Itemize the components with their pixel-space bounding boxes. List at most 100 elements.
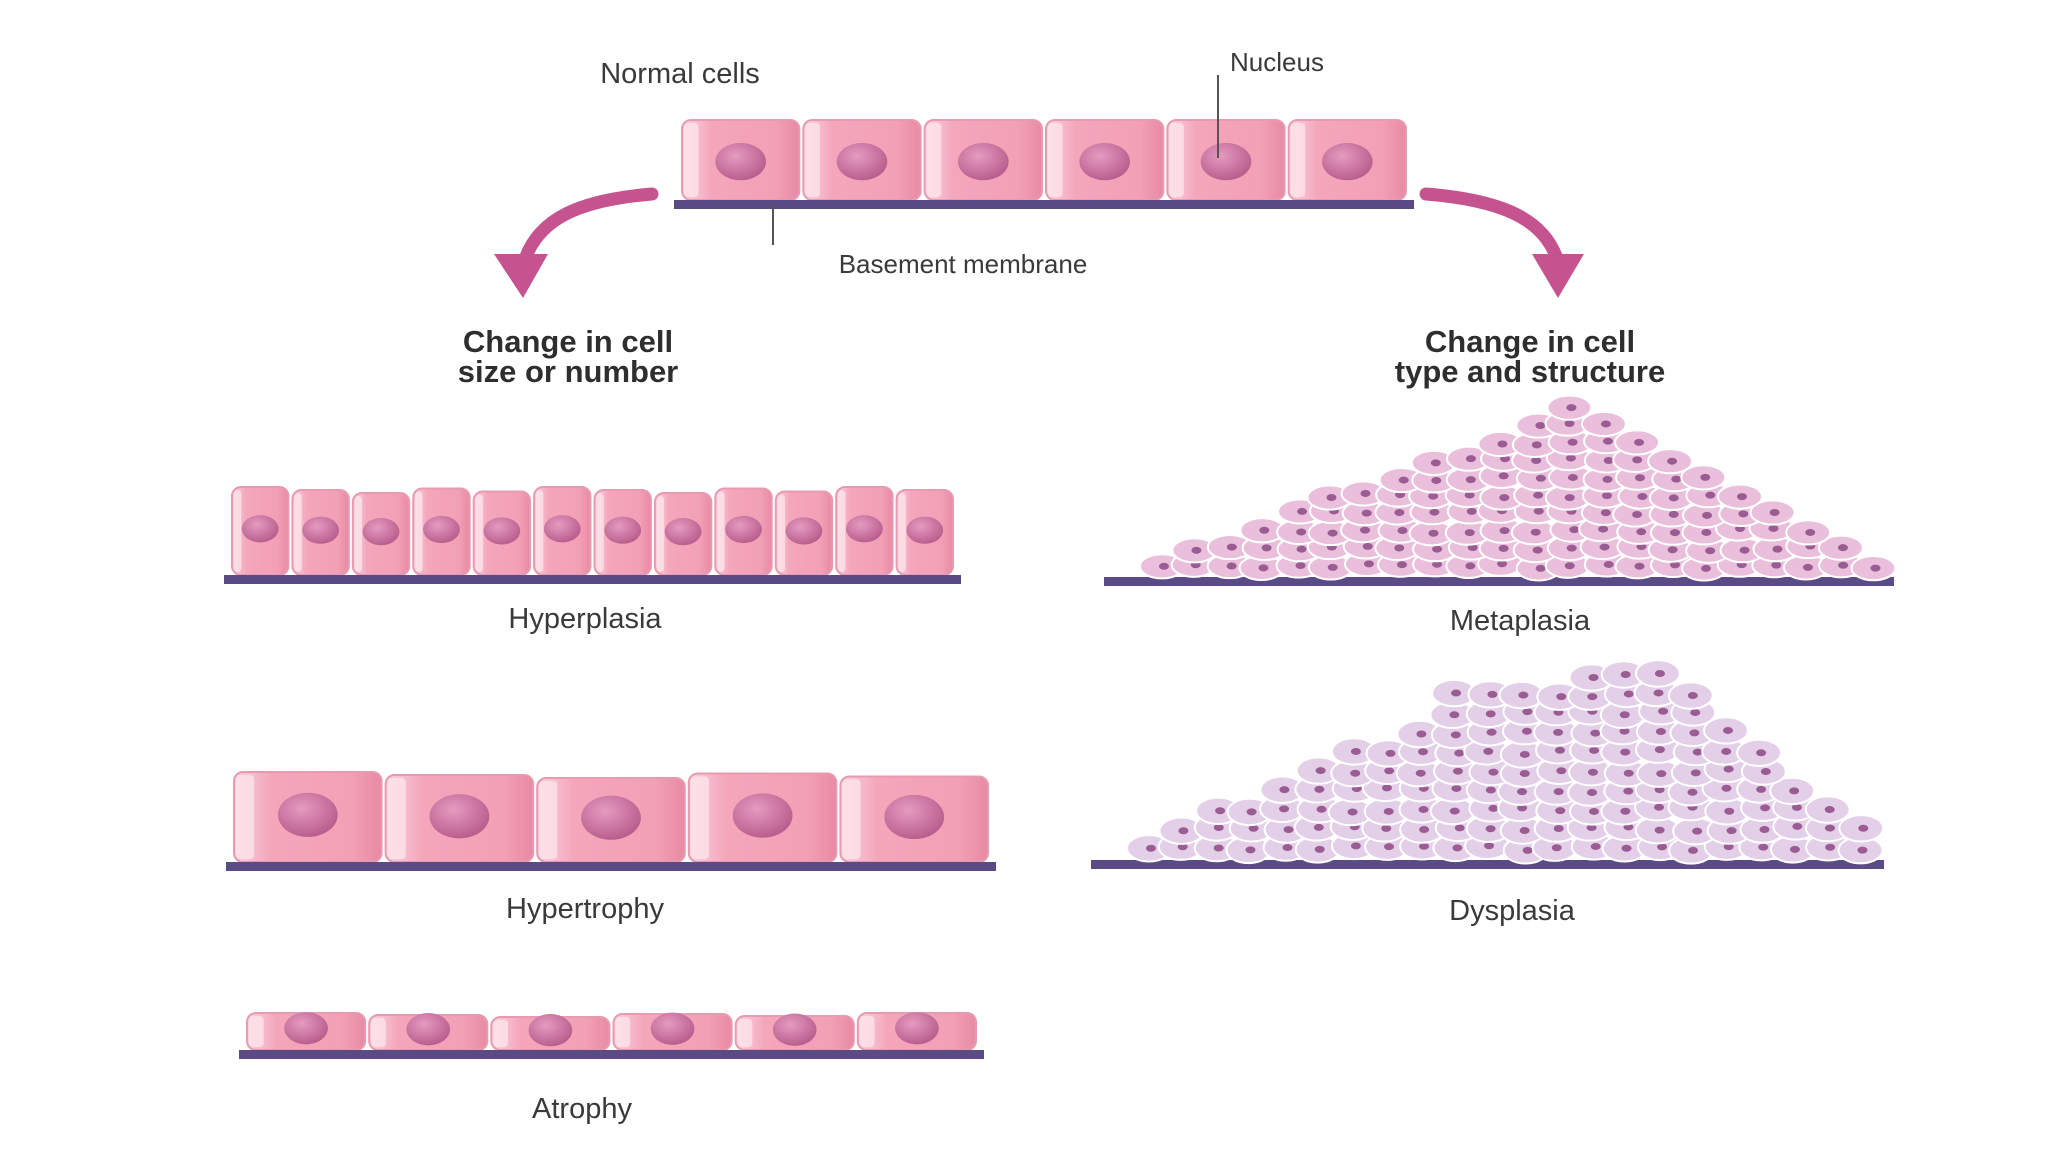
nucleus (362, 518, 400, 546)
nucleus (1838, 561, 1849, 569)
nucleus (1449, 807, 1460, 815)
cell-highlight (1048, 123, 1063, 197)
nucleus (1791, 803, 1802, 811)
nucleus (1653, 689, 1664, 697)
nucleus (1701, 528, 1712, 536)
arrow-right-icon (1419, 187, 1584, 298)
nucleus (1316, 805, 1327, 813)
cell-highlight (737, 1019, 753, 1047)
nucleus (1531, 457, 1542, 465)
nucleus (1564, 494, 1575, 502)
nucleus (1485, 786, 1496, 794)
nucleus (1634, 438, 1645, 446)
nucleus (1519, 826, 1530, 834)
nucleus (1499, 494, 1510, 502)
cell-highlight (387, 778, 406, 859)
cell-highlight (615, 1017, 631, 1047)
right-heading-line1: Change in cell (1425, 324, 1635, 359)
nucleus (429, 794, 490, 839)
normal-cells-row (674, 119, 1414, 209)
nucleus (1789, 845, 1800, 853)
nucleus (1079, 142, 1130, 181)
nucleus (483, 517, 521, 545)
nucleus (1599, 543, 1610, 551)
dysplasia-label: Dysplasia (1449, 895, 1576, 927)
cell-highlight (838, 490, 846, 572)
nucleus (1587, 789, 1598, 797)
nucleus (1465, 455, 1476, 463)
nucleus (1296, 545, 1307, 553)
nucleus (1532, 546, 1543, 554)
nucleus (1587, 768, 1598, 776)
nucleus (604, 516, 642, 544)
nucleus (1226, 543, 1237, 551)
cell-highlight (539, 781, 558, 859)
nucleus (1397, 527, 1408, 535)
nucleus (1191, 546, 1202, 554)
nucleus (1517, 804, 1528, 812)
nucleus (1802, 563, 1813, 571)
nucleus (1451, 689, 1462, 697)
nucleus (1564, 562, 1575, 570)
nucleus (1350, 747, 1361, 755)
nucleus (1760, 767, 1771, 775)
nucleus (1454, 824, 1465, 832)
nucleus (1488, 768, 1499, 776)
nucleus (1556, 693, 1567, 701)
nucleus (1756, 749, 1767, 757)
nucleus (1145, 844, 1156, 852)
nucleus (1487, 690, 1498, 698)
nucleus (1158, 562, 1169, 570)
nucleus (1499, 527, 1510, 535)
nucleus (1553, 728, 1564, 736)
nucleus (406, 1013, 451, 1046)
nucleus (1315, 767, 1326, 775)
normal-cells-label: Normal cells (600, 58, 760, 90)
nucleus (1259, 526, 1270, 534)
nucleus (1598, 525, 1609, 533)
nucleus (1589, 746, 1600, 754)
nucleus (1789, 787, 1800, 795)
nucleus (1566, 404, 1577, 412)
nucleus (1431, 476, 1442, 484)
nucleus (1416, 730, 1427, 738)
nucleus (1322, 142, 1373, 181)
nucleus (1858, 824, 1869, 832)
nucleus (1700, 473, 1711, 481)
nucleus (1483, 747, 1494, 755)
nucleus (1248, 824, 1259, 832)
nucleus (1553, 788, 1564, 796)
nucleus (1464, 529, 1475, 537)
cell-highlight (859, 1016, 875, 1047)
nucleus (1383, 843, 1394, 851)
nucleus (1350, 769, 1361, 777)
nucleus (1418, 748, 1429, 756)
nucleus (1522, 846, 1533, 854)
nucleus (1632, 456, 1643, 464)
nucleus (664, 518, 702, 546)
nucleus (1313, 823, 1324, 831)
nucleus (1485, 825, 1496, 833)
nucleus (1283, 826, 1294, 834)
nucleus (1498, 544, 1509, 552)
nucleus (1415, 769, 1426, 777)
nucleus (1654, 746, 1665, 754)
nucleus (1522, 708, 1533, 716)
nucleus (1566, 544, 1577, 552)
nucleus (1517, 788, 1528, 796)
nucleus (1705, 547, 1716, 555)
nucleus (1485, 710, 1496, 718)
nucleus (732, 793, 793, 838)
nucleus (1721, 784, 1732, 792)
nucleus (772, 1013, 817, 1046)
nucleus (1519, 770, 1530, 778)
nucleus (1603, 456, 1614, 464)
nucleus (1454, 749, 1465, 757)
nucleus (1588, 674, 1599, 682)
nucleus (1619, 711, 1630, 719)
nucleus (1432, 545, 1443, 553)
basement-membrane (674, 200, 1414, 209)
nucleus (1670, 561, 1681, 569)
nucleus (1327, 563, 1338, 571)
